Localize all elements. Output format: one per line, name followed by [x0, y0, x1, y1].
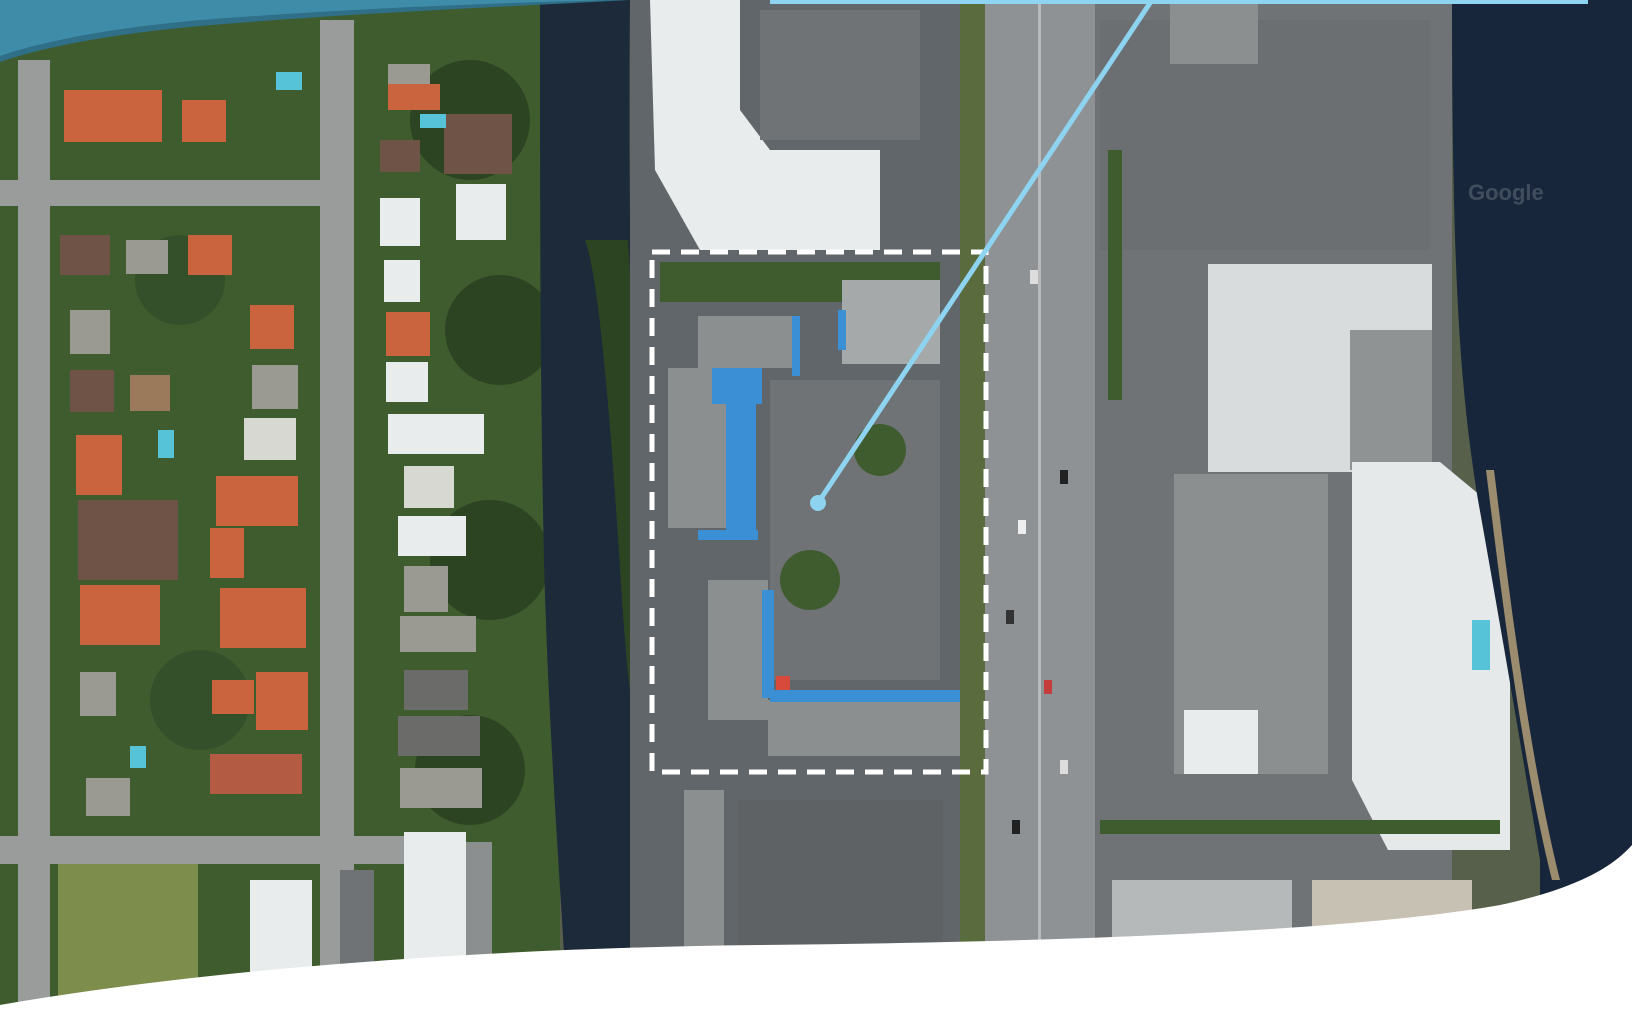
house-roof [76, 435, 122, 495]
house-roof [404, 566, 448, 612]
landscape-strip [1100, 820, 1500, 834]
vehicle [1006, 610, 1014, 624]
building-blue-trim [712, 368, 762, 404]
street-vertical [320, 20, 354, 1019]
tree-cluster [445, 275, 555, 385]
house-roof [80, 672, 116, 716]
commercial-area-east [1095, 0, 1510, 1019]
house-roof [126, 240, 168, 274]
house-roof [80, 585, 160, 645]
house-roof [380, 198, 420, 246]
intracoastal-waterway [1452, 0, 1632, 1019]
house-roof [212, 680, 254, 714]
house-roof [404, 670, 468, 710]
swimming-pool [276, 72, 302, 90]
house-roof [252, 365, 298, 409]
house-roof [220, 588, 306, 648]
house-roof [210, 528, 244, 578]
landscape-strip [1108, 150, 1122, 400]
building-roof [708, 580, 768, 720]
house-roof [388, 84, 440, 110]
vehicle [1060, 470, 1068, 484]
building-roof [1170, 0, 1258, 64]
house-roof [256, 672, 308, 730]
swimming-pool [130, 746, 146, 768]
building-blue-trim [792, 316, 800, 376]
swimming-pool [158, 430, 174, 458]
bottom-white-wave [0, 845, 1632, 1019]
house-roof [456, 184, 506, 240]
house-roof [380, 140, 420, 172]
house-roof [400, 616, 476, 652]
building-blue-trim [838, 310, 846, 350]
house-roof [444, 114, 512, 174]
parking-lot [760, 10, 920, 140]
swimming-pool [420, 114, 446, 128]
house-roof [86, 778, 130, 816]
vehicle [1012, 820, 1020, 834]
callout-anchor-dot[interactable] [810, 495, 826, 511]
house-roof [386, 312, 430, 356]
parking-lot [1100, 20, 1430, 250]
house-roof [210, 754, 302, 794]
house-roof [216, 476, 298, 526]
roof-accent-red [776, 676, 790, 690]
house-roof [244, 418, 296, 460]
building-roof [768, 700, 960, 756]
building-curved-roof [1184, 710, 1258, 774]
house-roof [388, 414, 484, 454]
parking-lot [466, 842, 492, 972]
header-band [0, 0, 610, 56]
vehicle [1030, 270, 1038, 284]
tree-cluster [854, 424, 906, 476]
tower-roof [1352, 462, 1510, 850]
house-roof [130, 375, 170, 411]
site-selection-rectangle[interactable] [649, 249, 989, 775]
vehicle [1018, 520, 1026, 534]
building-roof [698, 316, 798, 368]
house-roof [78, 500, 178, 580]
callout-leader-line [815, 0, 1155, 506]
building-shadow [1350, 330, 1432, 470]
building-roof [842, 280, 940, 364]
parking-lot [770, 380, 940, 680]
house-roof [388, 64, 430, 84]
house-roof [384, 260, 420, 302]
street-horizontal [0, 180, 330, 206]
vehicle [1044, 680, 1052, 694]
house-roof [70, 370, 114, 412]
tree-cluster [780, 550, 840, 610]
house-roof [182, 100, 226, 142]
house-roof [386, 362, 428, 402]
building-blue-trim [762, 590, 774, 698]
building-roof [738, 800, 943, 950]
building-blue-trim [726, 400, 756, 530]
building-roof [404, 832, 466, 972]
map-watermark: Google [1468, 180, 1544, 205]
house-roof [64, 90, 162, 142]
house-roof [398, 716, 480, 756]
house-roof [398, 516, 466, 556]
building-blue-trim [770, 690, 960, 702]
building-roof [650, 0, 880, 250]
vehicle [1060, 760, 1068, 774]
house-roof [188, 235, 232, 275]
residential-neighborhood-west [0, 0, 560, 1019]
header-strip-right [770, 0, 1588, 4]
building-blue-trim [698, 530, 758, 540]
swimming-pool [1472, 620, 1490, 670]
house-roof [60, 235, 110, 275]
house-roof [70, 310, 110, 354]
highway-lane-line [1038, 0, 1041, 1019]
house-roof [400, 768, 482, 808]
house-roof [250, 305, 294, 349]
tree-cluster [150, 650, 250, 750]
dock-seawall [1486, 470, 1560, 880]
commercial-block-central [630, 0, 960, 1019]
street-horizontal [0, 836, 420, 864]
house-roof [404, 466, 454, 508]
